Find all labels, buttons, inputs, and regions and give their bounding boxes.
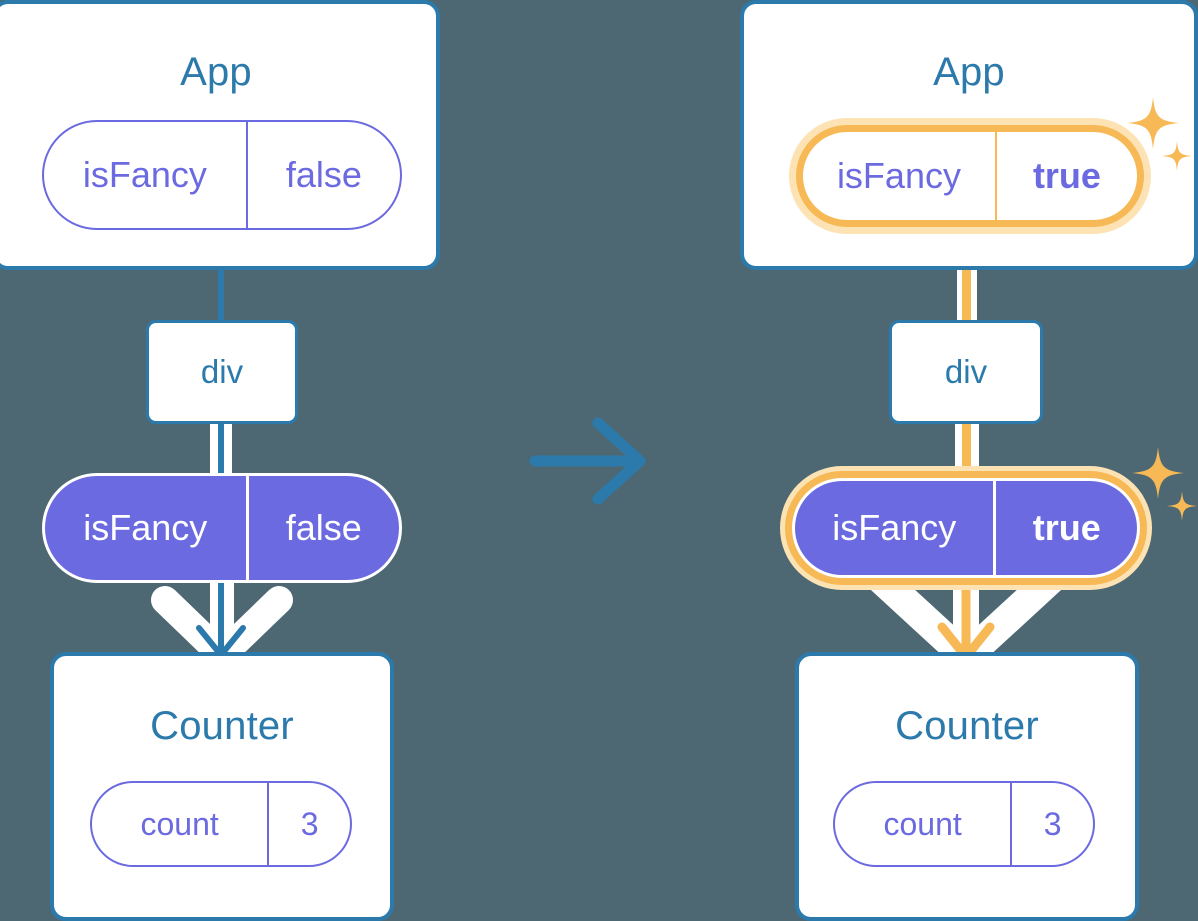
counter-state-key-right: count — [883, 805, 962, 842]
app-state-pill-left[interactable]: isFancy false — [42, 120, 402, 230]
sparkle-icon-app-right — [1127, 97, 1192, 171]
connector-div-to-pill-left — [218, 420, 224, 484]
connector-div-to-pill-right — [962, 420, 971, 484]
counter-state-value-left: 3 — [267, 783, 350, 865]
prop-key-right: isFancy — [832, 507, 957, 548]
app-state-pill-right[interactable]: isFancy true — [796, 125, 1144, 227]
app-state-key-right: isFancy — [836, 155, 961, 196]
div-node-box-left[interactable]: div — [146, 320, 298, 424]
app-title-left: App — [180, 50, 252, 94]
counter-state-key-left: count — [140, 805, 219, 842]
connector-app-to-div-right — [962, 225, 971, 325]
prop-pill-left[interactable]: isFancy false — [42, 473, 402, 583]
counter-title-left: Counter — [150, 704, 294, 748]
counter-state-value-right: 3 — [1010, 783, 1093, 865]
prop-pill-right[interactable]: isFancy true — [792, 478, 1140, 578]
app-state-value-right: true — [994, 132, 1137, 220]
div-node-label-right: div — [944, 353, 988, 390]
counter-state-pill-right[interactable]: count 3 — [833, 781, 1095, 867]
div-node-box-right[interactable]: div — [889, 320, 1043, 424]
prop-key-left: isFancy — [83, 507, 208, 548]
counter-state-pill-left[interactable]: count 3 — [90, 781, 352, 867]
app-state-key-left: isFancy — [82, 154, 207, 195]
app-title-right: App — [933, 50, 1005, 94]
prop-value-right: true — [993, 481, 1137, 575]
sparkle-icon-prop-right — [1132, 447, 1197, 521]
prop-value-left: false — [245, 476, 399, 580]
app-state-value-left: false — [245, 122, 400, 228]
counter-title-right: Counter — [895, 704, 1039, 748]
connector-app-to-div-left — [218, 262, 224, 324]
div-node-label-left: div — [200, 353, 244, 390]
